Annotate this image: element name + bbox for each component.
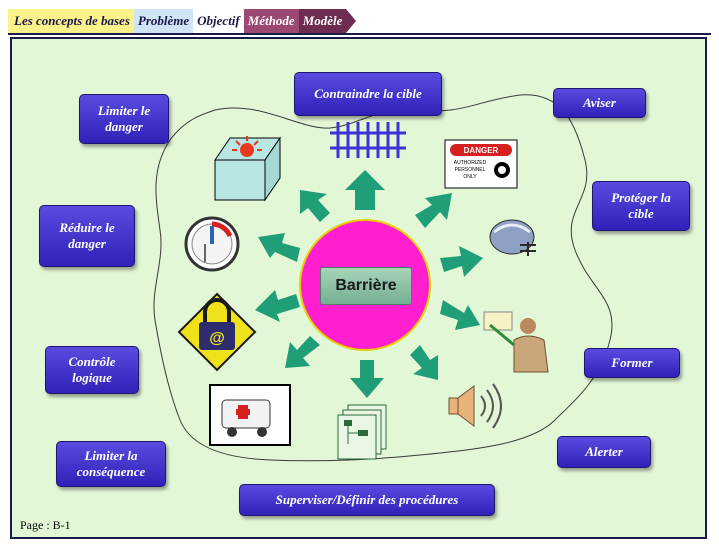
box-limiter-danger: Limiter le danger	[79, 94, 169, 144]
speaker-icon	[448, 383, 502, 429]
arrow-right-down	[440, 300, 480, 330]
tab-underline	[8, 33, 711, 35]
container-sun-icon	[214, 136, 281, 202]
tab-objectif[interactable]: Objectif	[193, 9, 244, 33]
documents-icon	[337, 404, 387, 460]
danger-line3: ONLY	[463, 174, 477, 180]
arrow-up-left	[300, 190, 330, 222]
danger-line2: PERSONNEL	[455, 167, 486, 173]
arrow-left-down	[255, 290, 300, 322]
box-limiter-consequence: Limiter la conséquence	[56, 441, 166, 487]
cloud-outline	[153, 94, 613, 462]
arrows	[255, 170, 483, 398]
barriere-label: Barrière	[320, 267, 412, 305]
arrow-up-right	[415, 193, 452, 228]
arrow-left-up	[258, 233, 300, 262]
danger-line1: AUTHORIZED	[454, 160, 487, 166]
danger-sign-icon: DANGER AUTHORIZED PERSONNEL ONLY	[444, 139, 518, 189]
arrow-down	[350, 360, 384, 398]
box-alerter: Alerter	[557, 436, 651, 468]
arrow-down-right	[410, 345, 438, 380]
arrow-up	[345, 170, 385, 210]
box-reduire: Réduire le danger	[39, 205, 135, 267]
tab-modele[interactable]: Modèle	[298, 9, 347, 33]
page-number: Page : B-1	[20, 518, 71, 532]
box-aviser: Aviser	[553, 88, 646, 118]
svg-text:@: @	[209, 330, 225, 347]
navigation-tabs: Les concepts de bases Problème Objectif …	[8, 9, 357, 33]
box-contraindre: Contraindre la cible	[294, 72, 442, 116]
arrow-right-up	[440, 246, 483, 277]
tab-methode[interactable]: Méthode	[243, 9, 299, 33]
box-proteger: Protéger la cible	[592, 181, 690, 231]
arrow-down-left	[285, 336, 320, 368]
padlock-icon: @	[177, 292, 257, 372]
tab-concepts[interactable]: Les concepts de bases	[8, 9, 134, 33]
gauge-icon	[184, 216, 240, 272]
fence-icon	[330, 122, 406, 158]
tab-probleme[interactable]: Problème	[133, 9, 194, 33]
teacher-icon	[483, 311, 549, 373]
helmet-icon	[489, 219, 536, 256]
box-controle: Contrôle logique	[45, 346, 139, 394]
ambulance-icon	[209, 384, 291, 446]
tab-arrow-decoration	[346, 9, 357, 33]
box-former: Former	[584, 348, 680, 378]
box-superviser: Superviser/Définir des procédures	[239, 484, 495, 516]
danger-title: DANGER	[464, 146, 499, 155]
